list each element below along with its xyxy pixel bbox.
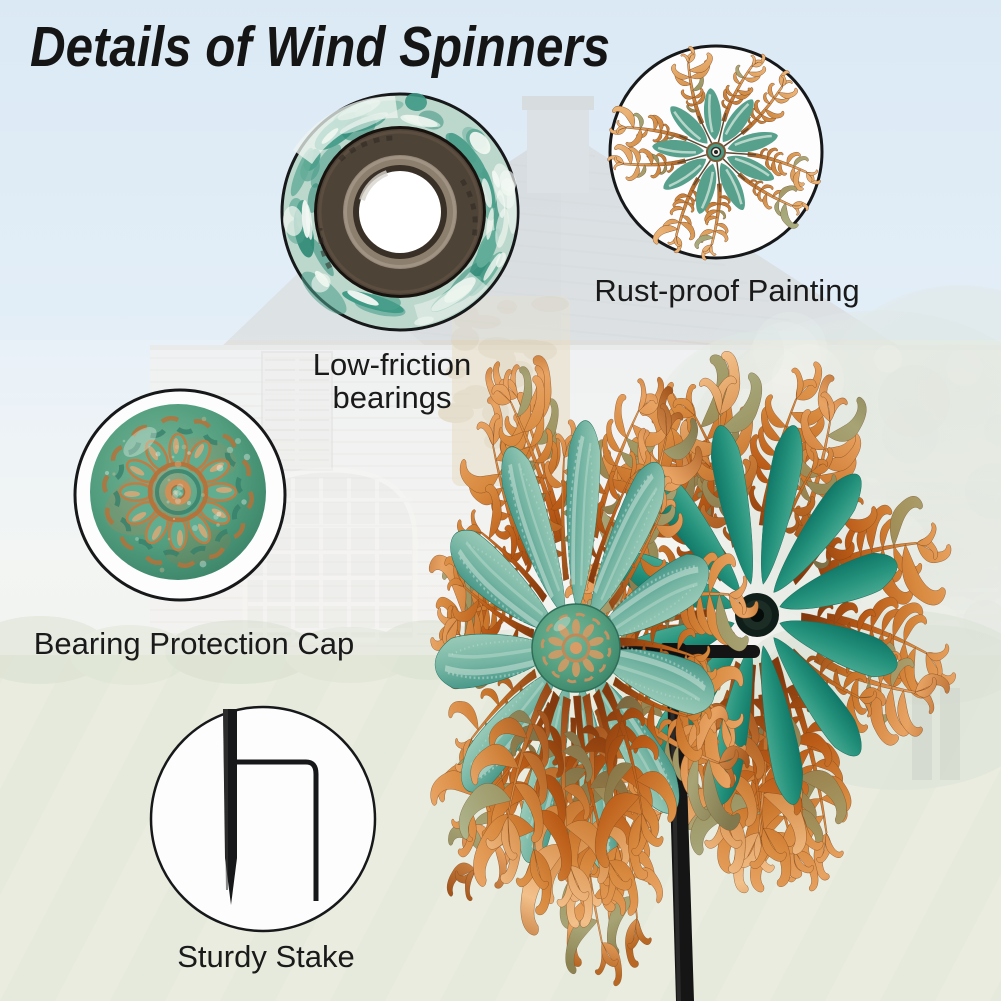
svg-text:Sturdy Stake: Sturdy Stake bbox=[177, 939, 354, 974]
svg-text:Bearing Protection Cap: Bearing Protection Cap bbox=[34, 626, 355, 661]
svg-text:Low-friction: Low-friction bbox=[313, 347, 472, 382]
svg-text:bearings: bearings bbox=[333, 380, 452, 415]
svg-text:Details of Wind Spinners: Details of Wind Spinners bbox=[30, 15, 610, 79]
svg-text:Rust-proof Painting: Rust-proof Painting bbox=[594, 273, 859, 308]
